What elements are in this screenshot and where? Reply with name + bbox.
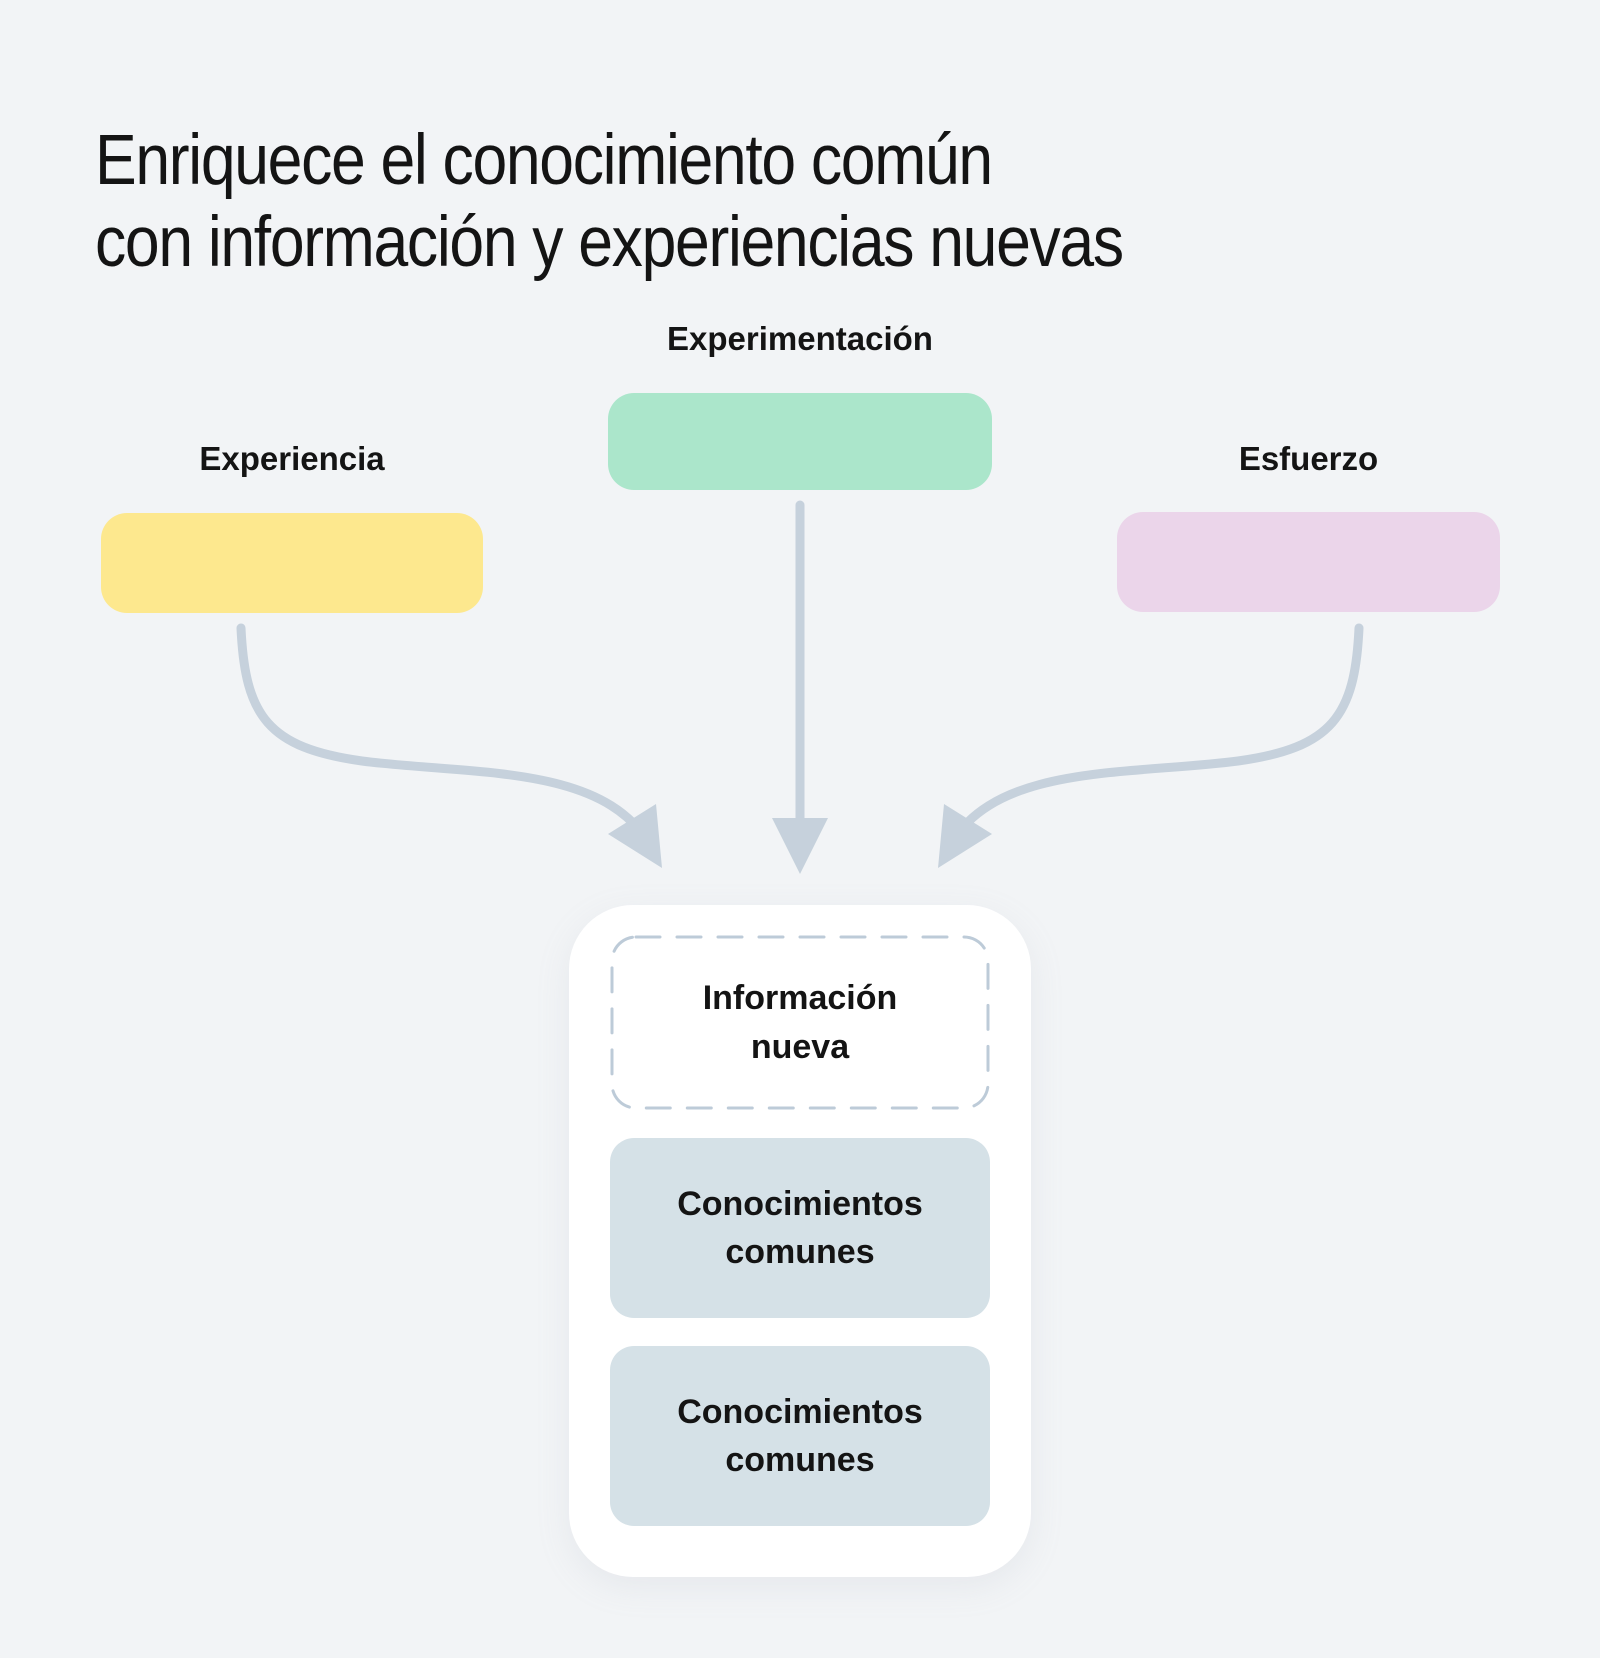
informacion-nueva-label: Información nueva <box>702 979 898 1066</box>
conocimientos-comunes-label-1: Conocimientos comunes <box>677 1184 923 1271</box>
page-title-line-1: Enriquece el conocimiento común <box>95 120 993 200</box>
label-experiencia: Experiencia <box>199 440 385 477</box>
straight-arrow-down-head-icon <box>772 818 828 874</box>
page-title-line-2: con información y experiencias nuevas <box>95 202 1124 282</box>
dashed-border <box>610 935 990 1110</box>
conocimientos-comunes-box-2: Conocimientos comunes <box>610 1346 990 1526</box>
esfuerzo-box <box>1117 512 1500 612</box>
informacion-nueva-box: Información nueva <box>610 935 990 1110</box>
knowledge-container: Información nueva Conocimientos comunes … <box>569 905 1031 1577</box>
conocimientos-comunes-label-2: Conocimientos comunes <box>677 1392 923 1479</box>
label-experimentacion: Experimentación <box>667 320 933 357</box>
experiencia-box <box>101 513 483 613</box>
conocimientos-comunes-box-1: Conocimientos comunes <box>610 1138 990 1318</box>
label-esfuerzo: Esfuerzo <box>1238 440 1379 477</box>
page-title: Enriquece el conocimiento común con info… <box>95 120 1124 285</box>
dashed-border-rect <box>610 935 990 1110</box>
curved-arrow-right <box>947 623 1364 847</box>
curved-arrow-right-head-icon <box>938 804 992 868</box>
curved-arrow-left-head-icon <box>608 804 662 868</box>
curved-arrow-left <box>236 623 653 847</box>
experimentacion-box <box>608 393 992 490</box>
